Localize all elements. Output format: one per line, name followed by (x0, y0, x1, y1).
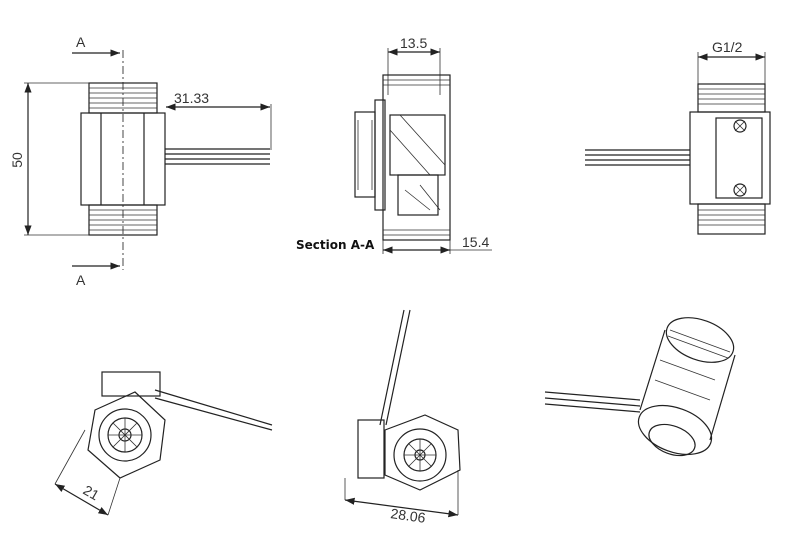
wire-length-dim-label: 31.33 (174, 90, 209, 106)
bottom-mid-dim-label: 28.06 (390, 505, 427, 526)
front-view: A A 50 31.33 (9, 34, 272, 288)
iso-view-left: 21 (54, 371, 273, 516)
section-mark-top: A (76, 34, 86, 50)
section-width-dim-label: 13.5 (400, 35, 427, 51)
height-dim-label: 50 (9, 152, 25, 168)
section-title: Section A-A (296, 238, 375, 252)
section-view: 13.5 15.4 Section A-A (296, 35, 492, 254)
section-depth-dim-label: 15.4 (462, 234, 489, 250)
wires (165, 148, 270, 165)
side-view: G1/2 (585, 39, 771, 235)
thread-bottom (88, 204, 158, 236)
iso-view-middle: 28.06 (344, 309, 461, 526)
iso-view-right (544, 317, 736, 457)
bottom-left-dim-label: 21 (81, 482, 103, 504)
section-mark-bottom: A (76, 272, 86, 288)
thread-spec-label: G1/2 (712, 39, 743, 55)
